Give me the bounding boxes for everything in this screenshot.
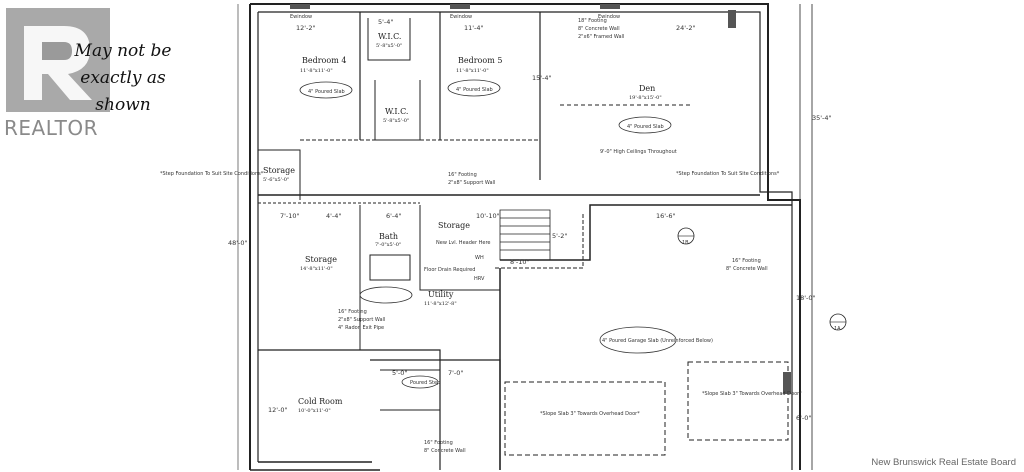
room-size-wic2: 5'-8"x5'-0" bbox=[383, 118, 409, 124]
dim-label: 5'-0" bbox=[392, 369, 407, 377]
dim-label: 11'-4" bbox=[464, 24, 484, 32]
room-size-bedroom5: 11'-8"x11'-0" bbox=[456, 68, 489, 74]
note-footing-mid: 16" Footing bbox=[448, 172, 477, 178]
dim-label: 15'-4" bbox=[532, 74, 552, 82]
note-concrete-bottom: 8" Concrete Wall bbox=[424, 448, 466, 454]
note-framed-top: 2"x6" Framed Wall bbox=[578, 34, 624, 40]
room-name-wic1: W.I.C. bbox=[378, 32, 401, 41]
dim-label: 18'-0" bbox=[796, 294, 816, 302]
source-watermark: New Brunswick Real Estate Board bbox=[871, 457, 1016, 468]
note-floor-drain: Floor Drain Required bbox=[424, 267, 475, 273]
note-new-lvl: New Lvl. Header Here bbox=[436, 240, 490, 246]
dim-label: 12'-0" bbox=[268, 406, 288, 414]
note-slope-2: *Slope Slab 3" Towards Overhead Door* bbox=[702, 391, 802, 397]
note-slope-1: *Slope Slab 3" Towards Overhead Door* bbox=[540, 411, 640, 417]
note-step-right: *Step Foundation To Suit Site Conditions… bbox=[676, 171, 780, 177]
note-step-left: *Step Foundation To Suit Site Conditions… bbox=[160, 171, 264, 177]
note-support-util: 2"x8" Support Wall bbox=[338, 317, 385, 323]
room-name-wic2: W.I.C. bbox=[385, 107, 408, 116]
note-hrv: HRV bbox=[474, 276, 485, 282]
dim-label: 35'-4" bbox=[812, 114, 832, 122]
note-poured-step: Poured Step bbox=[410, 380, 440, 386]
room-size-storage1: 5'-6"x5'-0" bbox=[263, 177, 289, 183]
note-garage-slab: 4" Poured Garage Slab (Unreinforced Belo… bbox=[602, 338, 713, 344]
dim-label: 7'-0" bbox=[448, 369, 463, 377]
marker-label: 1A bbox=[834, 326, 841, 332]
room-size-den: 19'-8"x15'-0" bbox=[629, 95, 662, 101]
dim-label: 48'-0" bbox=[228, 239, 248, 247]
dim-label: 6'-4" bbox=[386, 212, 401, 220]
room-size-bath: 7'-0"x5'-0" bbox=[375, 242, 401, 248]
dim-label: 5'-2" bbox=[552, 232, 567, 240]
dim-label: 8'-10" bbox=[510, 258, 530, 266]
dim-label: 6'-0" bbox=[796, 414, 811, 422]
dim-label: 5'-4" bbox=[378, 18, 393, 26]
dim-label: 12'-2" bbox=[296, 24, 316, 32]
section-marker-1a: 1A bbox=[829, 313, 847, 332]
realtor-logo-icon bbox=[6, 8, 110, 112]
marker-label: 1B bbox=[682, 240, 689, 246]
stair-icon bbox=[499, 209, 551, 261]
dim-label: 10'-10" bbox=[476, 212, 500, 220]
room-name-bath: Bath bbox=[379, 232, 398, 241]
note-wh: WH bbox=[475, 255, 484, 261]
note-support-mid: 2"x8" Support Wall bbox=[448, 180, 495, 186]
note-slab-den: 4" Poured Slab bbox=[627, 124, 664, 130]
room-name-utility: Utility bbox=[428, 290, 454, 299]
note-window-1: Ewindow bbox=[290, 14, 312, 20]
dim-label: 7'-10" bbox=[280, 212, 300, 220]
note-slab-bed4: 4" Poured Slab bbox=[308, 89, 345, 95]
outer-wall-inner bbox=[258, 11, 793, 470]
dim-label: 24'-2" bbox=[676, 24, 696, 32]
note-footing-bottom: 16" Footing bbox=[424, 440, 453, 446]
disclaimer-text: May not be exactly as shown bbox=[74, 41, 172, 115]
room-size-utility: 11'-8"x12'-8" bbox=[424, 301, 457, 307]
note-window-3: Ewindow bbox=[598, 14, 620, 20]
room-size-storage2: 14'-8"x11'-0" bbox=[300, 266, 333, 272]
note-footing-right: 16" Footing bbox=[732, 258, 761, 264]
room-size-bedroom4: 11'-8"x11'-0" bbox=[300, 68, 333, 74]
realtor-wordmark: REALTOR bbox=[4, 116, 98, 140]
note-window-2: Ewindow bbox=[450, 14, 472, 20]
note-footing-util: 16" Footing bbox=[338, 309, 367, 315]
room-name-den: Den bbox=[639, 84, 655, 93]
room-size-coldroom: 10'-0"x11'-0" bbox=[298, 408, 331, 414]
note-concrete-right: 8" Concrete Wall bbox=[726, 266, 768, 272]
room-name-coldroom: Cold Room bbox=[298, 397, 343, 406]
note-radon: 4" Radon Exit Pipe bbox=[338, 325, 384, 331]
section-marker-1b: 1B bbox=[677, 227, 695, 246]
room-name-storage1: Storage bbox=[263, 166, 295, 175]
room-name-storage3: Storage bbox=[438, 221, 470, 230]
room-size-wic1: 5'-8"x5'-0" bbox=[376, 43, 402, 49]
room-name-bedroom5: Bedroom 5 bbox=[458, 56, 502, 65]
note-slab-bed5: 4" Poured Slab bbox=[456, 87, 493, 93]
room-name-storage2: Storage bbox=[305, 255, 337, 264]
room-name-bedroom4: Bedroom 4 bbox=[302, 56, 346, 65]
note-footing-top: 18" Footing bbox=[578, 18, 607, 24]
note-high-ceilings: 9'-0" High Ceilings Throughout bbox=[600, 149, 677, 155]
garage-wall bbox=[500, 204, 792, 261]
dim-label: 4'-4" bbox=[326, 212, 341, 220]
note-concrete-top: 8" Concrete Wall bbox=[578, 26, 620, 32]
dim-label: 16'-6" bbox=[656, 212, 676, 220]
